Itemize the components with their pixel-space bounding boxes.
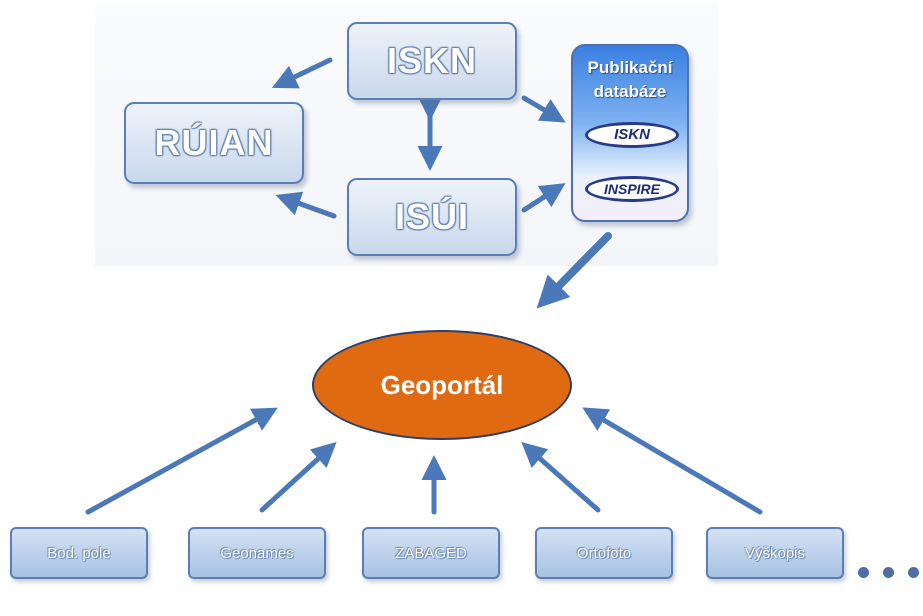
- node-publication-database: Publikační databáze ISKN INSPIRE: [571, 44, 689, 222]
- node-isui: ISÚI: [347, 178, 517, 256]
- source-zabaged: ZABAGED: [362, 527, 500, 579]
- source-ortofoto: Ortofoto: [535, 527, 673, 579]
- source-geonames: Geonames: [188, 527, 326, 579]
- source-label: Geonames: [220, 544, 294, 562]
- ellipsis-dot: [883, 567, 894, 578]
- arrow-bod-to-geoportal: [85, 407, 278, 515]
- source-vyskopis: Výškopis: [706, 527, 844, 579]
- node-iskn-label: ISKN: [386, 40, 477, 81]
- node-isui-label: ISÚI: [394, 196, 469, 237]
- geoportal-label: Geoportál: [380, 369, 504, 400]
- arrow-geonames-to-geoportal: [259, 441, 337, 513]
- inspire-badge: INSPIRE: [585, 176, 679, 202]
- publication-database-title-line2: databáze: [593, 82, 667, 101]
- publication-database-title: Publikační databáze: [573, 56, 687, 104]
- ellipsis-dot: [908, 567, 919, 578]
- publication-database-title-line1: Publikační: [587, 58, 673, 77]
- source-label: Ortofoto: [576, 544, 632, 562]
- arrow-pubdb-to-geoportal: [536, 232, 612, 309]
- arrow-isui-to-ruian: [275, 191, 337, 219]
- arrow-iskn-to-pubdb: [521, 95, 566, 123]
- source-label: Bod. pole: [47, 544, 111, 562]
- source-label: ZABAGED: [395, 544, 467, 562]
- node-geoportal: Geoportál: [312, 330, 572, 440]
- ellipsis-dot: [858, 567, 869, 578]
- node-ruian: RÚIAN: [124, 102, 304, 184]
- node-ruian-label: RÚIAN: [154, 122, 274, 163]
- node-iskn: ISKN: [347, 22, 517, 100]
- arrow-isui-to-pubdb: [521, 183, 566, 213]
- arrow-iskn-to-ruian: [271, 57, 333, 89]
- source-bod-pole: Bod. pole: [10, 527, 148, 579]
- arrow-vyskopis-to-geoportal: [582, 407, 763, 515]
- source-label: Výškopis: [744, 544, 806, 562]
- arrow-ortofoto-to-geoportal: [521, 442, 601, 513]
- iskn-badge: ISKN: [585, 122, 679, 148]
